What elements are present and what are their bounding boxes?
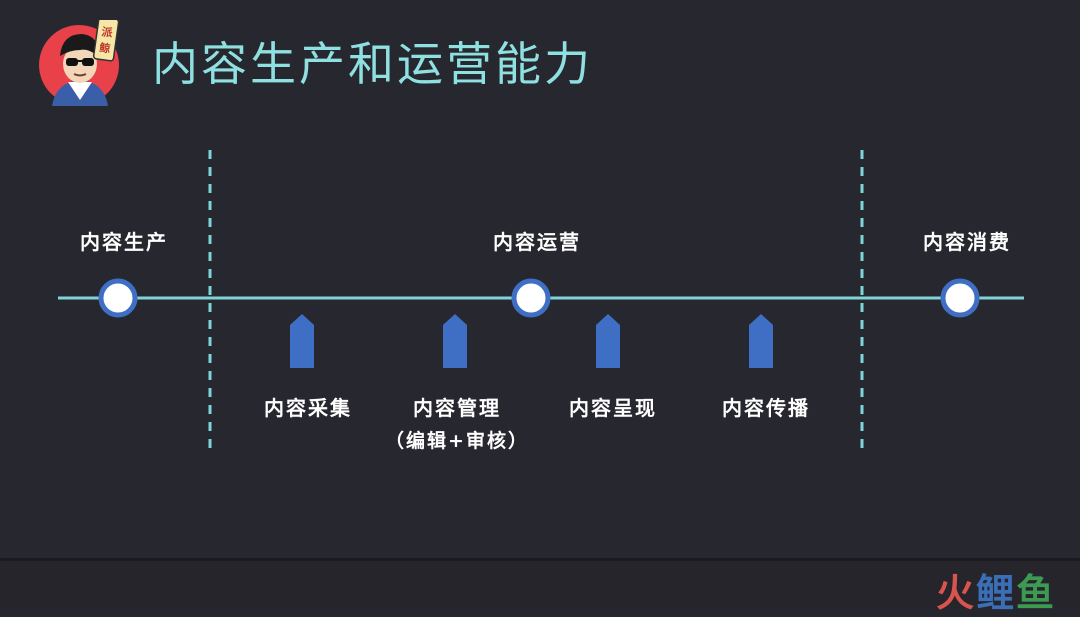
node-production (98, 278, 138, 318)
timeline (58, 150, 1024, 448)
watermark-char-1: 火 (935, 571, 976, 615)
arrow-step-2 (443, 314, 467, 368)
step-sublabel-manage: （编辑+审核） (385, 430, 529, 452)
stage-label-consumption: 内容消费 (923, 230, 1011, 254)
watermark-char-3: 鱼 (1015, 571, 1056, 615)
stage-label-production: 内容生产 (80, 230, 168, 254)
step-label-manage: 内容管理 (413, 396, 501, 420)
slide: 派 鲸 内容生产和运营能力 内容生产 内容运营 内容消费 内容采集 内容管理 （… (39, 20, 1024, 452)
footer-bar (0, 558, 1080, 608)
avatar: 派 鲸 (39, 20, 120, 106)
avatar-sign-text-2: 鲸 (98, 40, 111, 55)
step-label-present: 内容呈现 (569, 396, 657, 420)
watermark-char-2: 鲤 (975, 571, 1016, 615)
watermark: 火鲤鱼 (936, 562, 1056, 617)
page-title: 内容生产和运营能力 (152, 37, 593, 91)
avatar-sign-text-1: 派 (101, 25, 115, 40)
arrow-step-4 (749, 314, 773, 368)
node-consumption (940, 278, 980, 318)
arrow-step-3 (596, 314, 620, 368)
arrow-step-1 (290, 314, 314, 368)
step-label-collect: 内容采集 (264, 396, 352, 420)
step-label-spread: 内容传播 (722, 396, 810, 420)
stage-label-operation: 内容运营 (493, 230, 581, 254)
node-operation (511, 278, 551, 318)
